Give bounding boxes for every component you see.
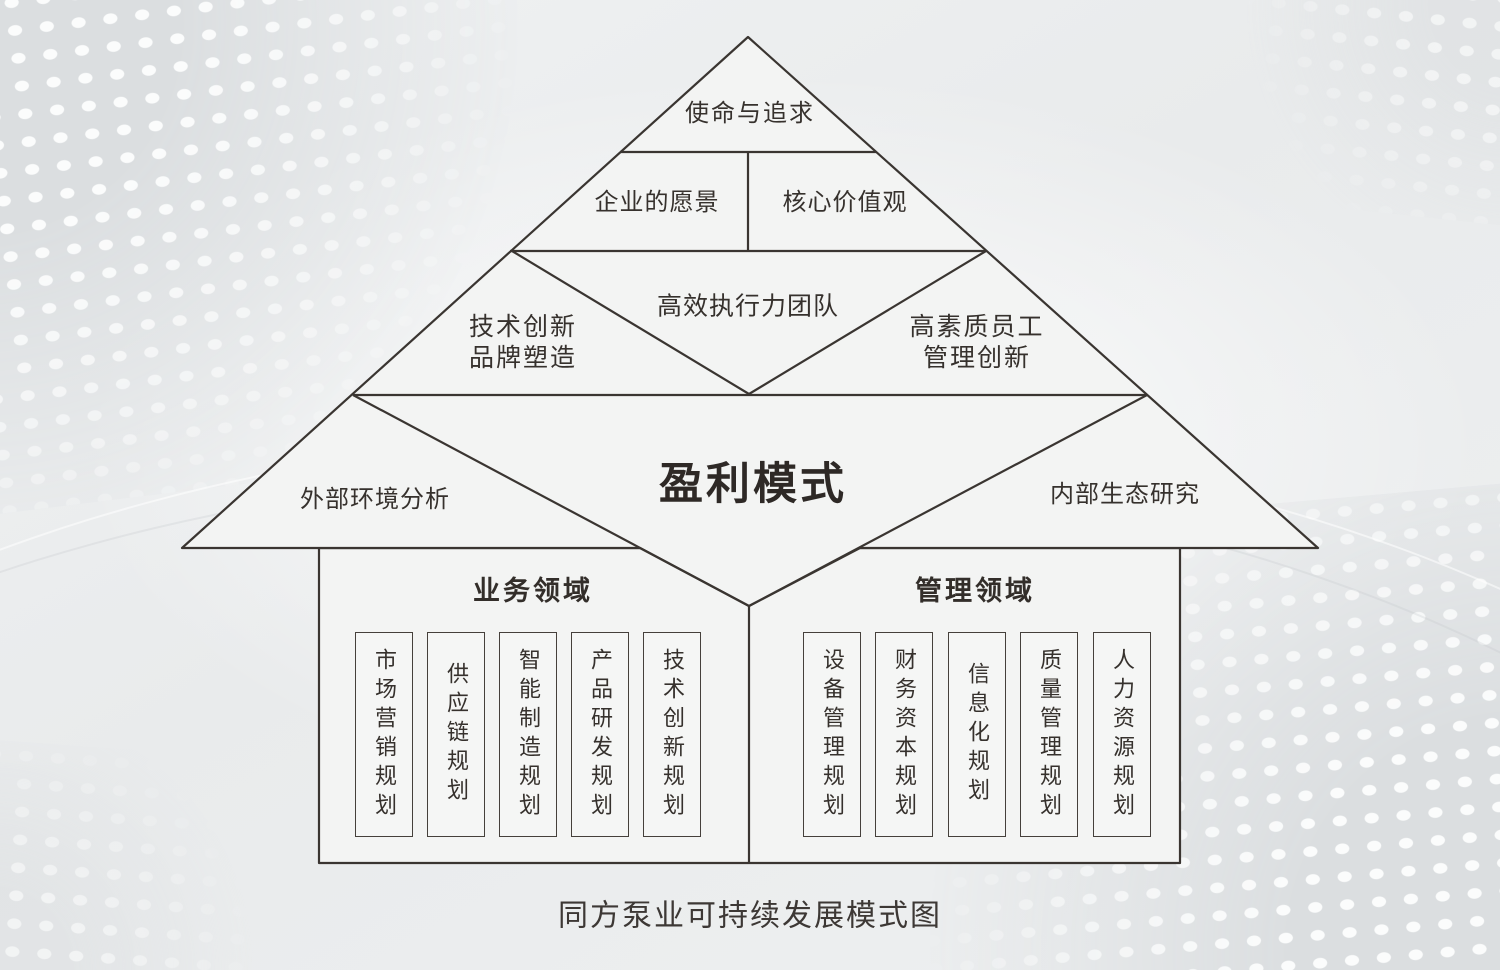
external-environment-label: 外部环境分析 <box>300 486 450 513</box>
execution-team-label: 高效执行力团队 <box>656 292 840 321</box>
roof-left-diagonal <box>352 394 750 607</box>
management-column-human-resources: 人力资源规划 <box>1093 632 1151 837</box>
mission-label: 使命与追求 <box>685 100 815 127</box>
management-column-informatization: 信息化规划 <box>948 632 1006 837</box>
vision-label: 企业的愿景 <box>594 189 720 216</box>
business-column-marketing: 市场营销规划 <box>355 632 413 837</box>
business-column-label: 智能制造规划 <box>516 647 541 822</box>
staff-management-label: 高素质员工 管理创新 <box>909 313 1045 372</box>
business-column-smart-manufacturing: 智能制造规划 <box>499 632 557 837</box>
management-domain-title: 管理领域 <box>915 576 1035 607</box>
roof-right-diagonal <box>748 394 1148 607</box>
business-domain-title: 业务领域 <box>473 576 593 607</box>
business-column-tech-innovation: 技术创新规划 <box>643 632 701 837</box>
profit-model-label: 盈利模式 <box>659 459 847 509</box>
business-column-label: 市场营销规划 <box>372 647 397 822</box>
management-column-quality: 质量管理规划 <box>1020 632 1078 837</box>
management-column-equipment: 设备管理规划 <box>803 632 861 837</box>
internal-ecology-label: 内部生态研究 <box>1050 481 1200 508</box>
core-values-label: 核心价值观 <box>782 189 908 216</box>
tech-innovation-brand-label: 技术创新 品牌塑造 <box>468 313 578 372</box>
business-column-label: 技术创新规划 <box>660 647 685 822</box>
management-column-finance-capital: 财务资本规划 <box>875 632 933 837</box>
management-column-label: 财务资本规划 <box>892 647 917 822</box>
business-column-label: 供应链规划 <box>444 662 469 807</box>
management-column-label: 设备管理规划 <box>820 647 845 822</box>
business-column-supply-chain: 供应链规划 <box>427 632 485 837</box>
management-column-label: 人力资源规划 <box>1110 647 1135 822</box>
diagram-caption: 同方泵业可持续发展模式图 <box>558 899 942 933</box>
management-column-label: 信息化规划 <box>965 662 990 807</box>
business-column-product-rd: 产品研发规划 <box>571 632 629 837</box>
business-column-label: 产品研发规划 <box>588 647 613 822</box>
management-column-label: 质量管理规划 <box>1037 647 1062 822</box>
